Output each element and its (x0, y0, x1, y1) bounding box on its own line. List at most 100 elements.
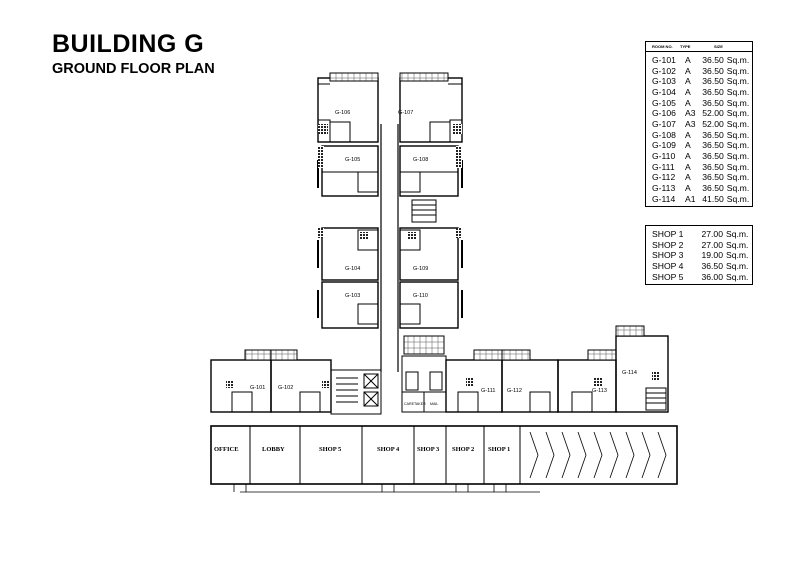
room-type: A (684, 140, 691, 151)
space-label-shop2: SHOP 2 (452, 446, 474, 453)
unit-g103-outline (321, 281, 379, 329)
shop-name: SHOP 5 (652, 271, 684, 282)
lift-shaft-1 (363, 373, 379, 389)
room-size-unit: Sq.m. (726, 172, 750, 183)
unit-label-g109: G-109 (413, 266, 428, 272)
room-type: A1 (684, 193, 696, 204)
shop-name: SHOP 2 (652, 239, 684, 250)
unit-g109-outline (399, 227, 459, 281)
unit-label-g110: G-110 (413, 293, 428, 299)
room-number: G-101 (652, 55, 676, 65)
room-type: A (684, 182, 691, 193)
unit-g104-outline (321, 227, 379, 281)
unit-label-g112: G-112 (507, 388, 522, 394)
room-type: A (684, 65, 691, 76)
room-type: A3 (684, 118, 696, 129)
room-number: G-107 (652, 118, 676, 129)
room-type: A (684, 161, 691, 172)
room-number: G-105 (652, 97, 676, 108)
unit-g113-outline (557, 359, 617, 413)
space-label-shop1: SHOP 1 (488, 446, 510, 453)
balcony-g114 (615, 325, 645, 337)
room-number: G-103 (652, 76, 676, 87)
shop-doors (233, 484, 507, 492)
room-size-unit: Sq.m. (726, 193, 750, 204)
room-number: G-102 (652, 65, 676, 76)
unit-label-g103: G-103 (345, 293, 360, 299)
unit-label-g104: G-104 (345, 266, 360, 272)
room-type: A3 (684, 108, 696, 119)
room-size: 36.50 (702, 65, 724, 76)
room-size: 36.50 (702, 129, 724, 140)
room-type: A (684, 97, 691, 108)
room-size-unit: Sq.m. (726, 86, 750, 97)
room-size: 36.50 (702, 140, 724, 151)
lift-lobby (330, 369, 382, 415)
balcony-g102 (270, 349, 298, 361)
unit-label-g102: G-102 (278, 385, 293, 391)
room-schedule-header: ROOM NO. TYPE SIZE (646, 42, 752, 52)
room-type: A (684, 55, 691, 65)
parking-ramp (529, 431, 667, 479)
commercial-strip (210, 425, 678, 485)
column-header-room: ROOM NO. (652, 44, 673, 49)
room-type: A (684, 150, 691, 161)
unit-label-g101: G-101 (250, 385, 265, 391)
room-number: G-110 (652, 150, 676, 161)
room-size-unit: Sq.m. (726, 65, 750, 76)
room-number: G-113 (652, 182, 676, 193)
shop-size-unit: Sq.m. (726, 239, 749, 250)
unit-label-g113: G-113 (592, 388, 607, 394)
room-size: 52.00 (702, 108, 724, 119)
room-size-unit: Sq.m. (726, 150, 750, 161)
lift-shaft-2 (363, 391, 379, 407)
shop-size: 19.00 (701, 250, 723, 261)
shop-size-unit: Sq.m. (726, 229, 749, 239)
shop-size: 36.00 (701, 271, 723, 282)
unit-g110-outline (399, 281, 459, 329)
stair-tower (411, 199, 437, 223)
room-size: 36.50 (702, 182, 724, 193)
room-type: A (684, 129, 691, 140)
balcony-g112 (501, 349, 531, 361)
balcony-g101 (244, 349, 272, 361)
room-number: G-112 (652, 172, 676, 183)
room-size: 52.00 (702, 118, 724, 129)
bath-g106 (329, 121, 351, 143)
unit-label-g114: G-114 (622, 370, 637, 376)
mail-label: MAIL (430, 402, 438, 406)
shop-size: 36.50 (701, 260, 723, 271)
room-size: 36.50 (702, 172, 724, 183)
unit-label-g107: G-107 (398, 110, 413, 116)
space-label-shop5: SHOP 5 (319, 446, 342, 453)
balcony-g107 (399, 72, 449, 82)
space-label-office: OFFICE (214, 446, 239, 453)
unit-label-g106: G-106 (335, 110, 350, 116)
room-size-unit: Sq.m. (726, 129, 750, 140)
space-label-shop3: SHOP 3 (417, 446, 440, 453)
unit-label-g111: G-111 (481, 388, 495, 394)
unit-label-g105: G-105 (345, 157, 360, 163)
room-size-unit: Sq.m. (726, 97, 750, 108)
shop-size-unit: Sq.m. (726, 260, 749, 271)
page-subtitle: GROUND FLOOR PLAN (52, 61, 215, 77)
page-title: BUILDING G (52, 30, 205, 58)
shop-size: 27.00 (701, 239, 723, 250)
room-size: 36.50 (702, 161, 724, 172)
